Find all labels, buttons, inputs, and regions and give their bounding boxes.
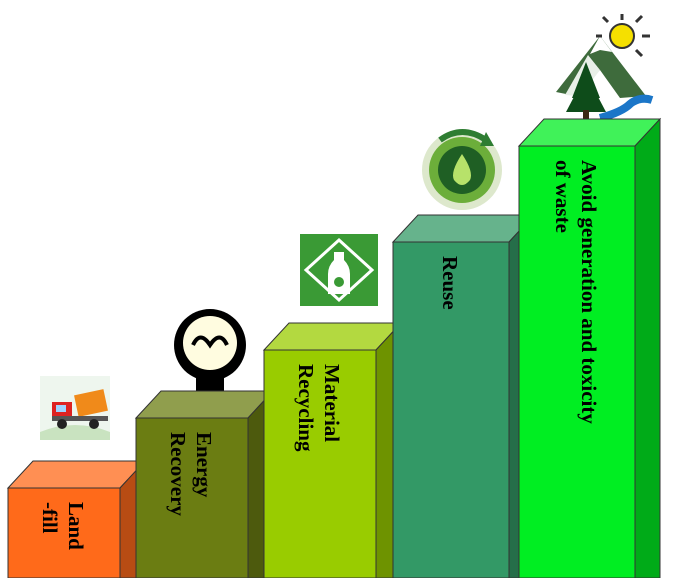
step-landfill: Land-fill — [6, 459, 147, 578]
step-reuse: Reuse — [391, 213, 536, 578]
mountain-landscape-icon — [556, 14, 654, 122]
step-front-face — [518, 145, 636, 578]
recycle-bottle-icon — [300, 234, 378, 306]
step-front-face — [263, 349, 377, 578]
step-label-avoid-generation: of waste — [551, 160, 575, 233]
step-label-material-recycling: Material — [320, 364, 344, 442]
step-label-reuse: Reuse — [438, 256, 462, 310]
step-label-landfill: Land — [64, 502, 88, 550]
step-label-avoid-generation: Avoid generation and toxicity — [577, 160, 601, 424]
dump-truck-icon — [40, 376, 110, 440]
step-label-landfill: -fill — [38, 502, 62, 534]
step-front-face — [7, 487, 121, 578]
step-side-face — [634, 117, 661, 578]
reuse-drop-icon — [422, 129, 502, 210]
step-front-face — [392, 241, 510, 578]
step-label-material-recycling: Recycling — [294, 364, 318, 452]
step-front-face — [135, 417, 249, 578]
step-label-energy-recovery: Recovery — [166, 432, 190, 516]
step-label-energy-recovery: Energy — [192, 432, 216, 498]
